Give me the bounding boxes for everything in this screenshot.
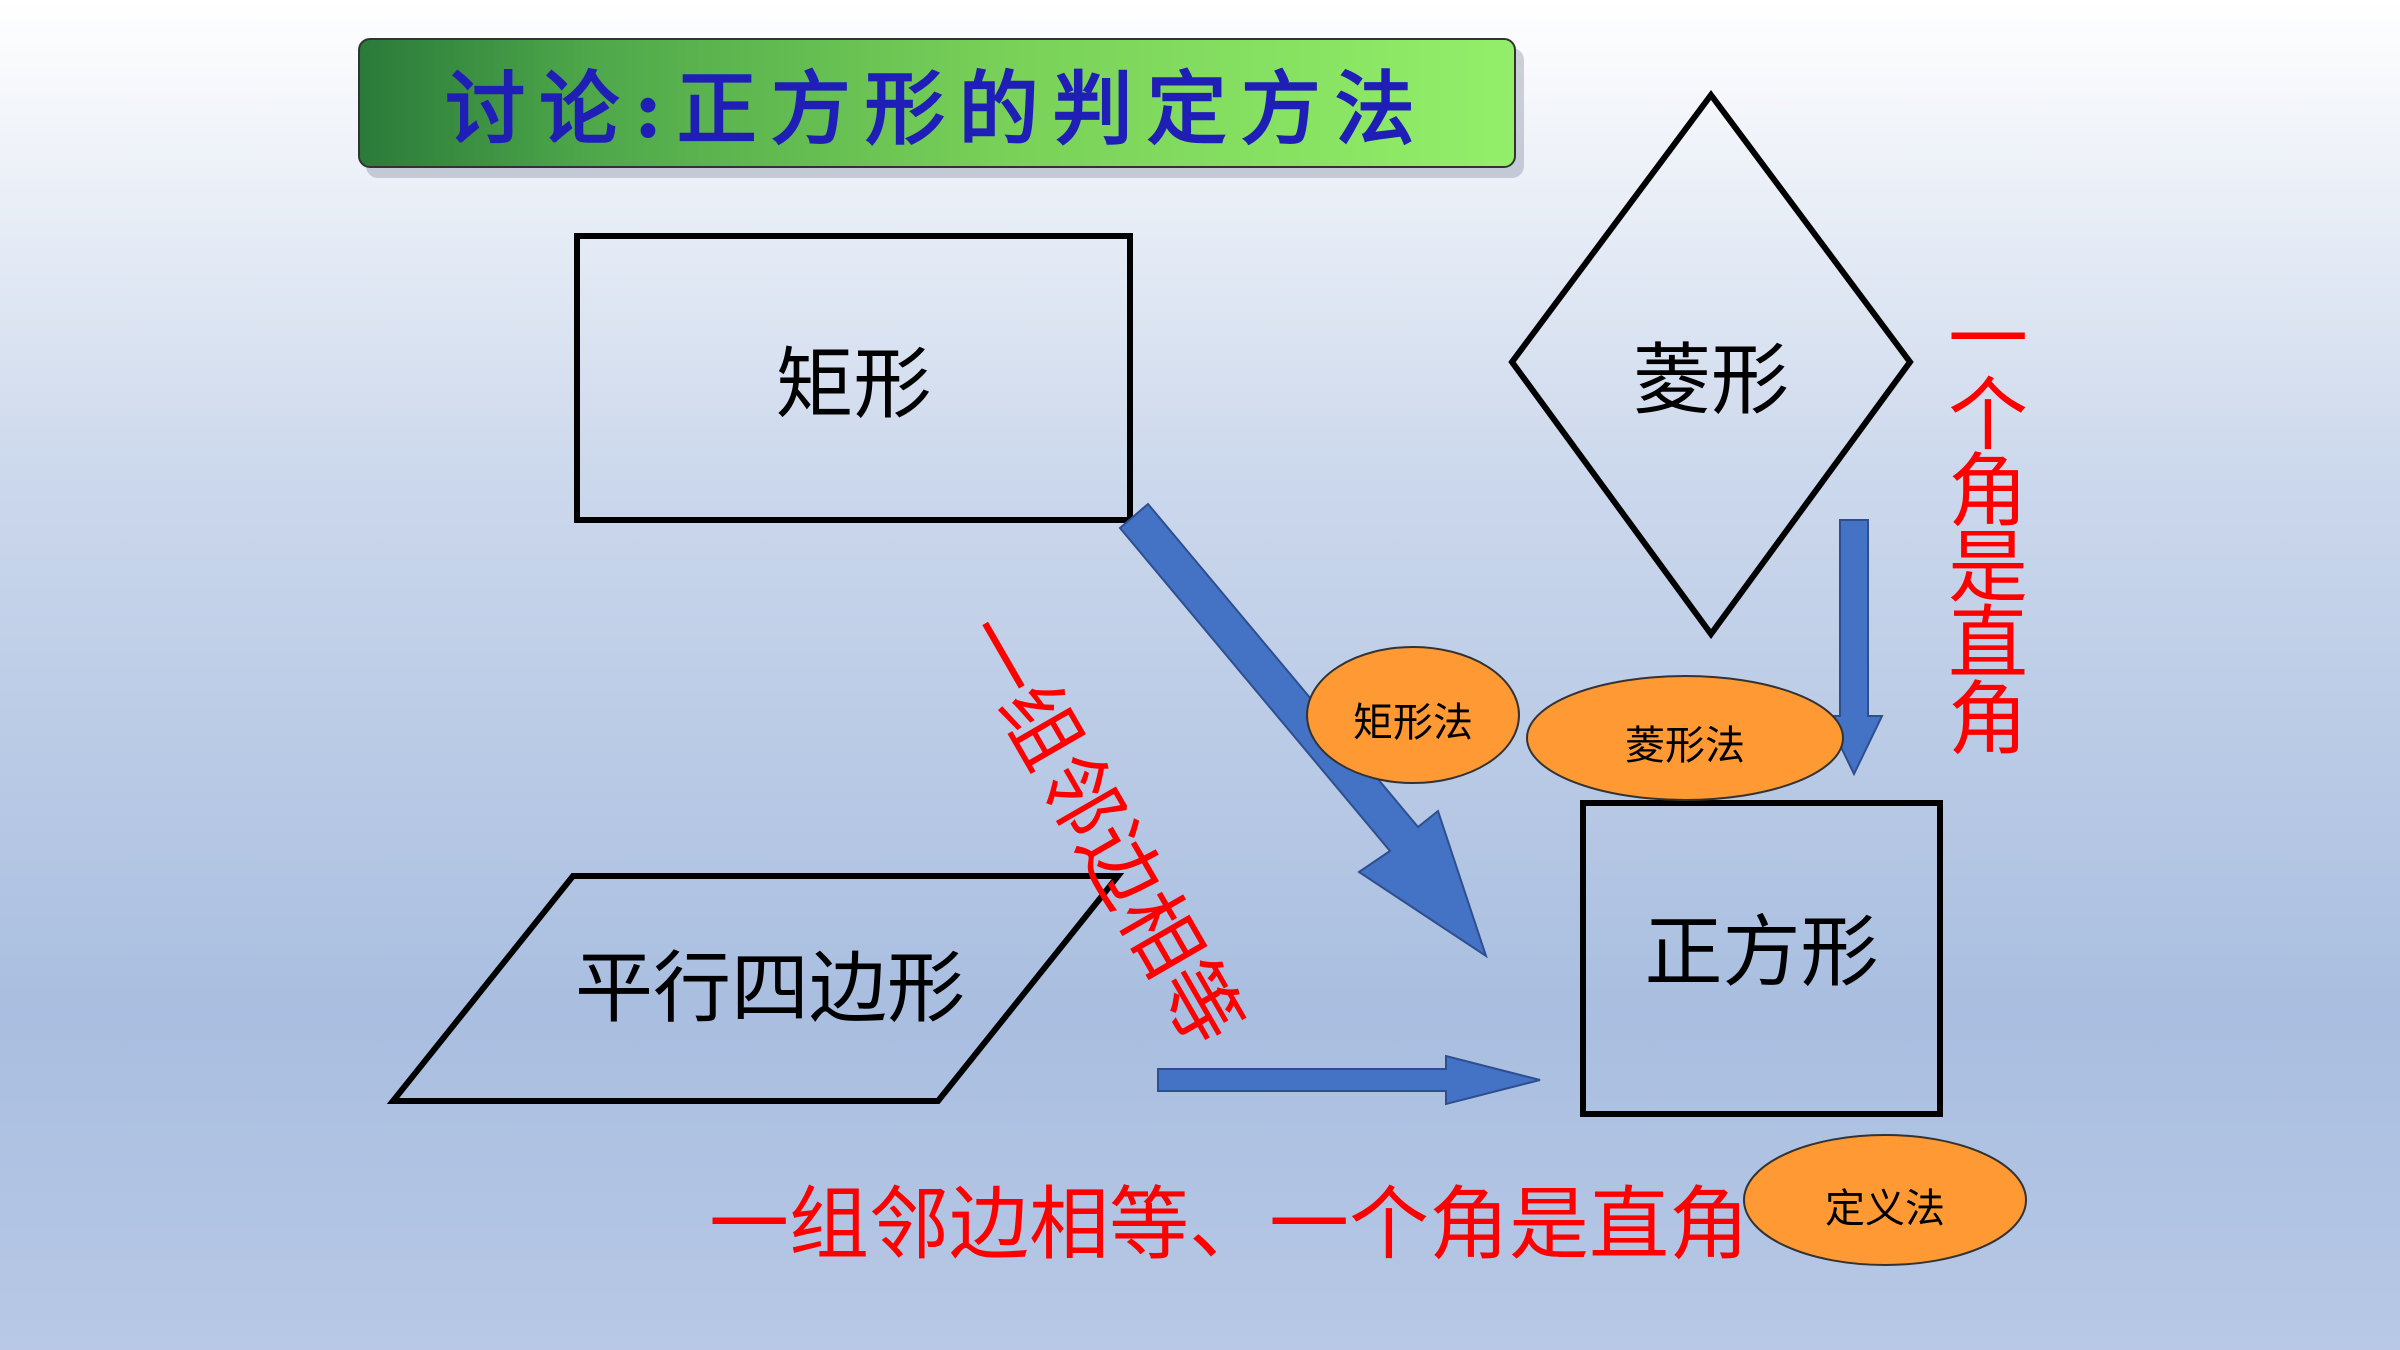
arrow-rhombus-to-square <box>1824 519 1884 777</box>
square-shape <box>1580 800 1943 1117</box>
rhombus-method-label: 菱形法 <box>1625 723 1745 769</box>
rhombus-label: 菱形 <box>1632 336 1789 426</box>
condition-both: 一组邻边相等、一个角是直角 <box>709 1178 1749 1271</box>
parallelogram-shape <box>386 873 1125 1104</box>
rhombus-shape <box>1508 89 1914 640</box>
square-label: 正方形 <box>1644 908 1879 998</box>
rectangle-label: 矩形 <box>775 340 932 430</box>
title-banner: 讨论:正方形的判定方法 <box>358 38 1516 168</box>
rhombus-method-oval <box>1526 675 1844 801</box>
page-title: 讨论:正方形的判定方法 <box>445 62 1429 156</box>
parallelogram-label: 平行四边形 <box>574 944 965 1034</box>
arrow-rectangle-to-square <box>1118 502 1488 959</box>
rectangle-method-oval <box>1306 646 1520 784</box>
rectangle-shape <box>574 233 1133 523</box>
definition-method-label: 定义法 <box>1825 1186 1945 1232</box>
definition-method-oval <box>1743 1134 2027 1266</box>
rectangle-method-label: 矩形法 <box>1353 700 1473 746</box>
condition-right-angle: 一个角是直角 <box>1948 293 2028 766</box>
arrow-parallelogram-to-square <box>1157 1054 1541 1106</box>
